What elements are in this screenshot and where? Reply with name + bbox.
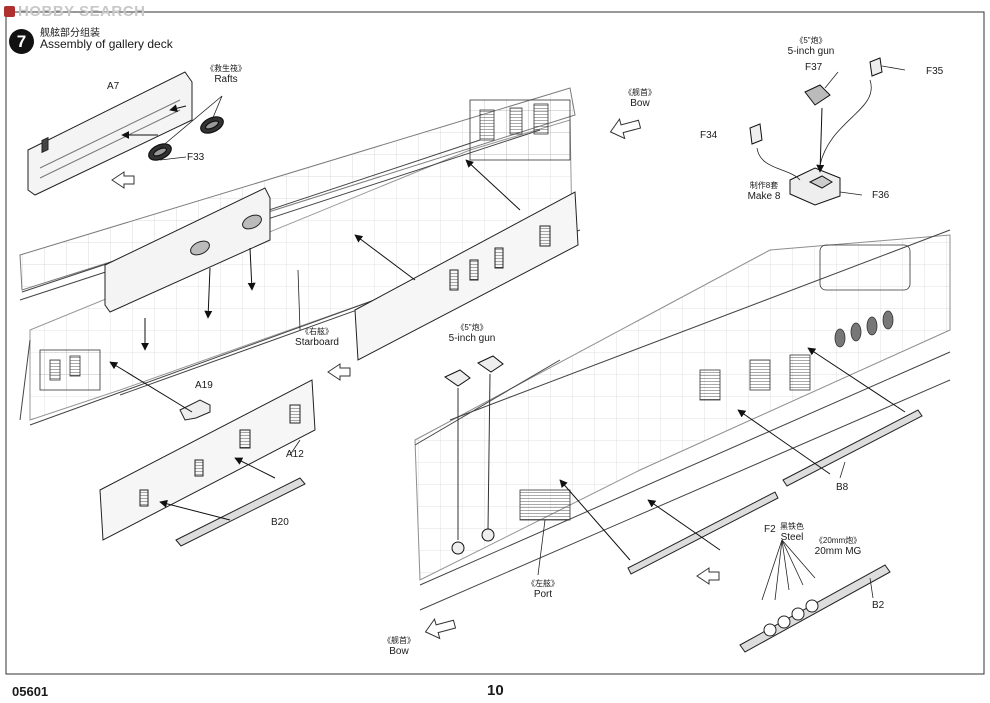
- label-f33: F33: [187, 152, 205, 163]
- page-frame: [5, 11, 985, 675]
- label-steel: 黑铁色 Steel: [780, 522, 804, 543]
- part-b8-strip: [782, 409, 923, 487]
- label-port: 《左舷》 Port: [527, 579, 559, 600]
- watermark-text: HOBBY SEARCH: [18, 3, 146, 20]
- bow-arrows: [111, 117, 720, 640]
- label-mg20-en: 20mm MG: [814, 546, 862, 557]
- label-b2: B2: [872, 600, 885, 611]
- gun-5inch-mid: [443, 355, 504, 555]
- label-bow-bottom: 《舰首》 Bow: [383, 636, 415, 657]
- label-bow-top-zh: 《舰首》: [624, 88, 656, 97]
- step-title-en: Assembly of gallery deck: [40, 37, 173, 51]
- label-gun5-mid: 《5"炮》 5-inch gun: [449, 323, 496, 344]
- part-b20-strip: [175, 477, 306, 547]
- label-gun5-top-zh: 《5"炮》: [795, 36, 827, 45]
- label-mg20-zh: 《20mm炮》: [814, 536, 862, 545]
- label-rafts: 《救生筏》 Rafts: [206, 64, 246, 85]
- port-gallery-details: [519, 244, 911, 521]
- label-gun5-mid-zh: 《5"炮》: [456, 323, 488, 332]
- page-number: 10: [487, 682, 504, 699]
- label-rafts-zh: 《救生筏》: [206, 64, 246, 73]
- label-bow-top-en: Bow: [630, 98, 650, 109]
- label-starboard: 《右舷》 Starboard: [295, 327, 339, 348]
- label-gun5-top: 《5"炮》 5-inch gun: [788, 36, 835, 57]
- raft-parts: [148, 116, 224, 161]
- label-rafts-en: Rafts: [214, 74, 238, 85]
- label-make8: 制作8套 Make 8: [748, 181, 781, 202]
- part-a19-bracket: [179, 399, 211, 421]
- label-a12: A12: [286, 449, 304, 460]
- hobby-search-logo-icon: [4, 6, 15, 17]
- label-f34: F34: [700, 130, 718, 141]
- label-f37: F37: [805, 62, 823, 73]
- label-port-zh: 《左舷》: [527, 579, 559, 588]
- assembly-arrows: [109, 104, 906, 561]
- starboard-wall-panel: [354, 191, 579, 361]
- mg-mount-circles: [763, 599, 819, 637]
- label-gun5-mid-en: 5-inch gun: [448, 333, 496, 344]
- label-starboard-en: Starboard: [295, 337, 339, 348]
- label-steel-en: Steel: [780, 532, 804, 543]
- part-a7-panel: [27, 71, 193, 196]
- label-b8: B8: [836, 482, 849, 493]
- gun-5inch-assembly: [749, 57, 883, 206]
- label-bow-bottom-zh: 《舰首》: [383, 636, 415, 645]
- label-b20: B20: [271, 517, 289, 528]
- watermark: HOBBY SEARCH: [4, 3, 145, 20]
- kit-number: 05601: [12, 684, 49, 699]
- step-number-badge: 7: [9, 29, 34, 54]
- gun-sponson-strip: [627, 491, 779, 575]
- label-a7: A7: [107, 81, 120, 92]
- part-a12-panel: [99, 379, 316, 541]
- raft-mount-panel: [104, 187, 271, 313]
- step-title-zh: 舰舷部分组装: [40, 28, 100, 39]
- label-make8-en: Make 8: [747, 191, 781, 202]
- starboard-gallery-details: [39, 99, 571, 391]
- label-f2: F2: [764, 524, 776, 535]
- label-f36: F36: [872, 190, 890, 201]
- label-gun5-top-en: 5-inch gun: [787, 46, 835, 57]
- label-mg20: 《20mm炮》 20mm MG: [815, 536, 862, 557]
- label-starboard-zh: 《右舷》: [300, 327, 333, 336]
- label-port-en: Port: [533, 589, 553, 600]
- leader-lines: [159, 65, 906, 601]
- label-bow-bottom-en: Bow: [389, 646, 409, 657]
- label-a19: A19: [195, 380, 213, 391]
- label-steel-zh: 黑铁色: [780, 522, 804, 531]
- label-make8-zh: 制作8套: [749, 181, 779, 190]
- label-f35: F35: [926, 66, 944, 77]
- label-bow-top: 《舰首》 Bow: [624, 88, 656, 109]
